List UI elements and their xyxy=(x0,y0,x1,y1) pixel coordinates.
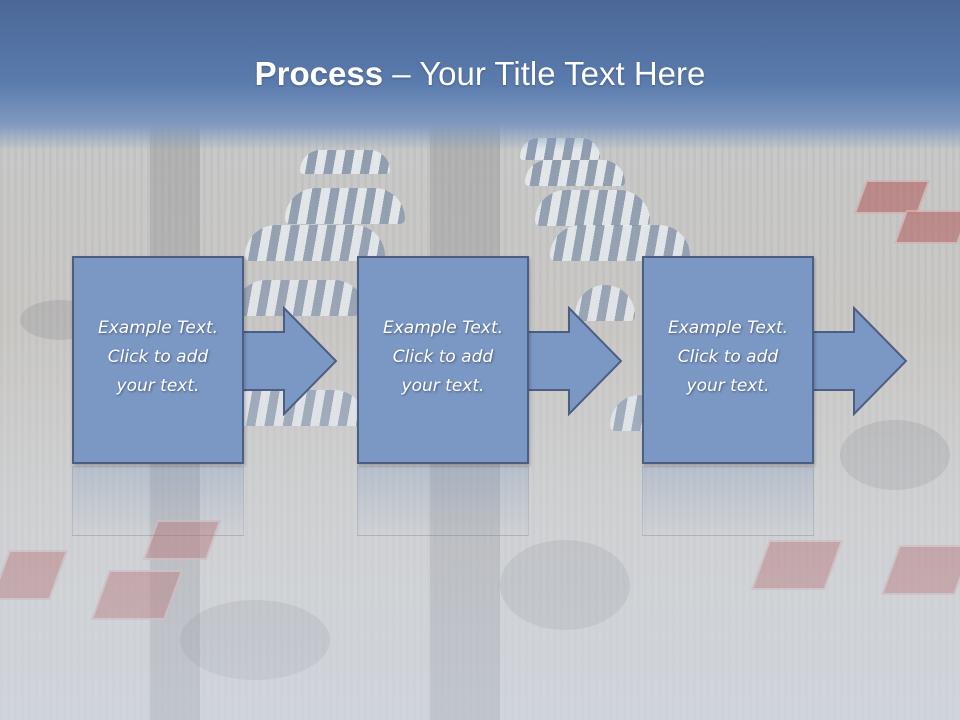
step-text: Example Text. Click to add your text. xyxy=(382,318,504,396)
step-text: Example Text. Click to add your text. xyxy=(97,318,219,396)
title-band xyxy=(0,0,960,150)
step-text: Example Text. Click to add your text. xyxy=(667,318,789,396)
step-box[interactable]: Example Text. Click to add your text. xyxy=(642,256,814,464)
slide-title[interactable]: Process – Your Title Text Here xyxy=(0,52,960,96)
step-box[interactable]: Example Text. Click to add your text. xyxy=(72,256,244,464)
right-arrow-icon xyxy=(808,306,908,416)
step-reflection xyxy=(72,466,244,536)
right-arrow-icon xyxy=(523,306,623,416)
step-reflection xyxy=(357,466,529,536)
title-bold: Process xyxy=(254,55,384,92)
title-rest: – Your Title Text Here xyxy=(383,55,706,92)
right-arrow-icon xyxy=(238,306,338,416)
step-reflection xyxy=(642,466,814,536)
step-box[interactable]: Example Text. Click to add your text. xyxy=(357,256,529,464)
